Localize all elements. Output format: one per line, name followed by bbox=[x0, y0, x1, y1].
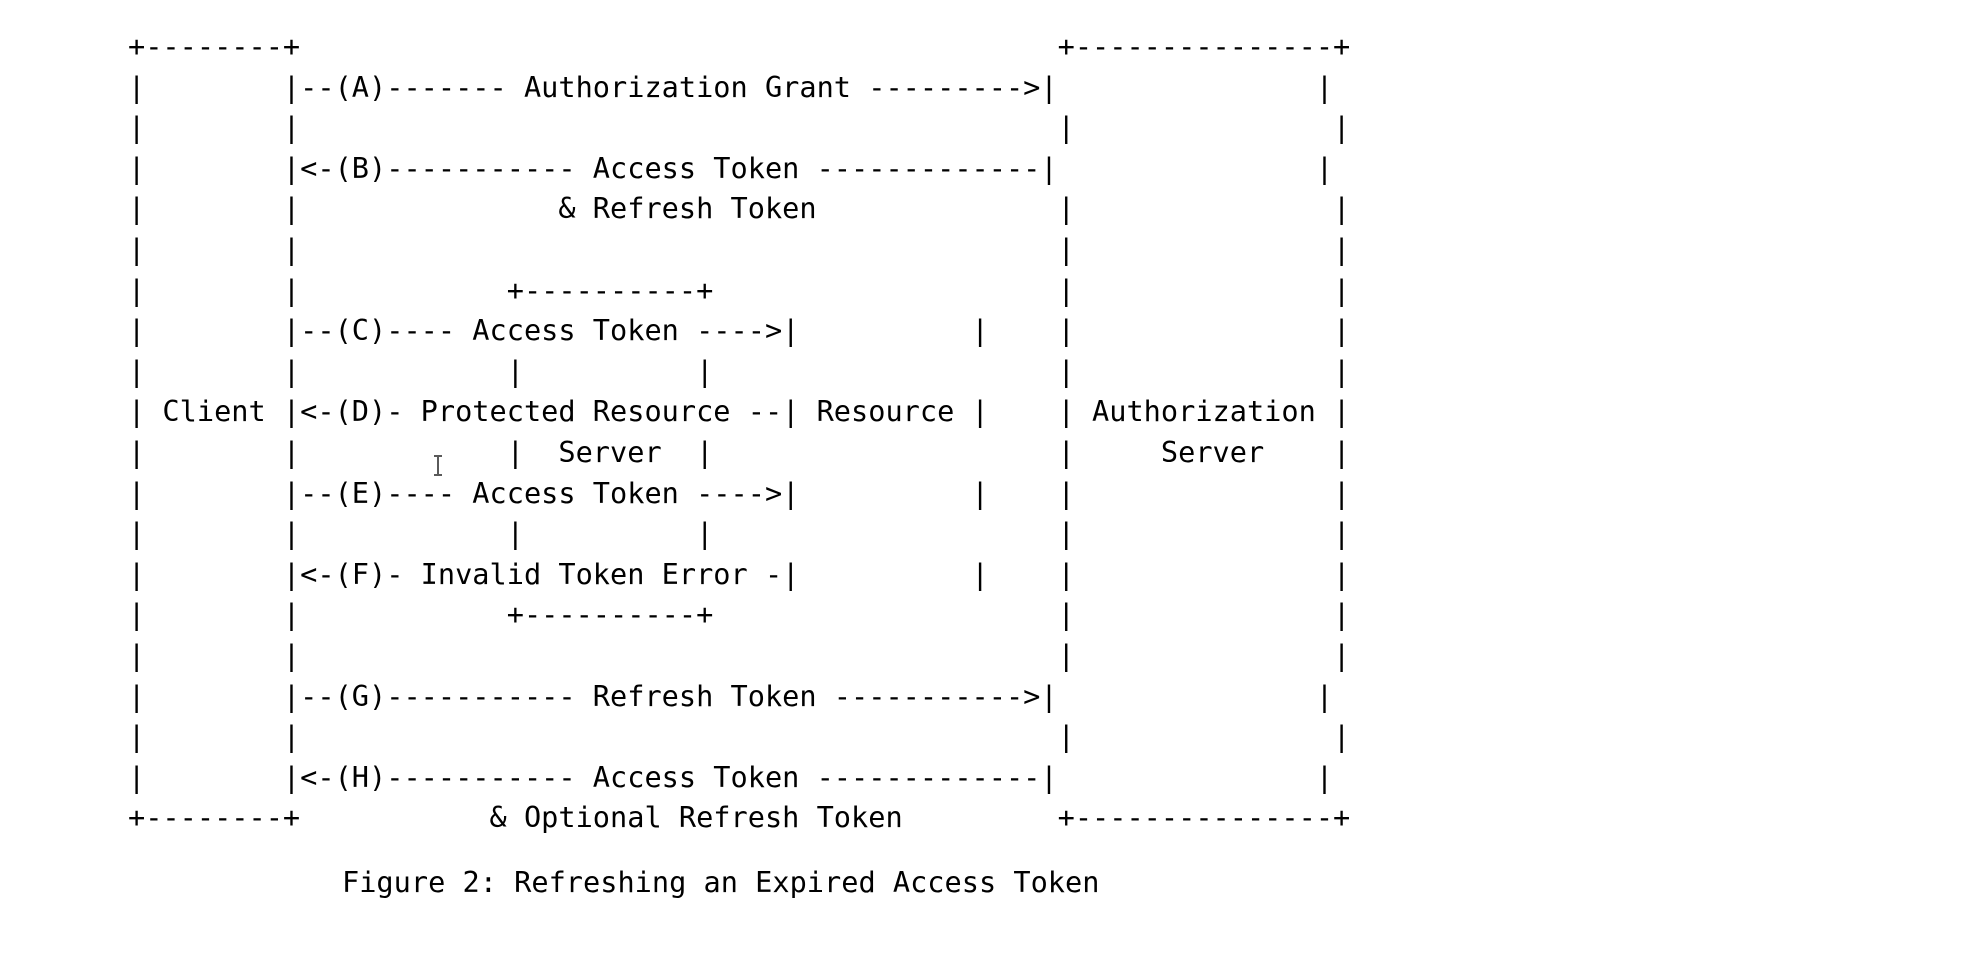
figure-caption: Figure 2: Refreshing an Expired Access T… bbox=[342, 864, 1100, 899]
figure-caption-block: Figure 2: Refreshing an Expired Access T… bbox=[128, 862, 1980, 903]
oauth-refresh-token-flow-diagram: +--------+ +---------------+ | |--(A)---… bbox=[128, 29, 1351, 835]
